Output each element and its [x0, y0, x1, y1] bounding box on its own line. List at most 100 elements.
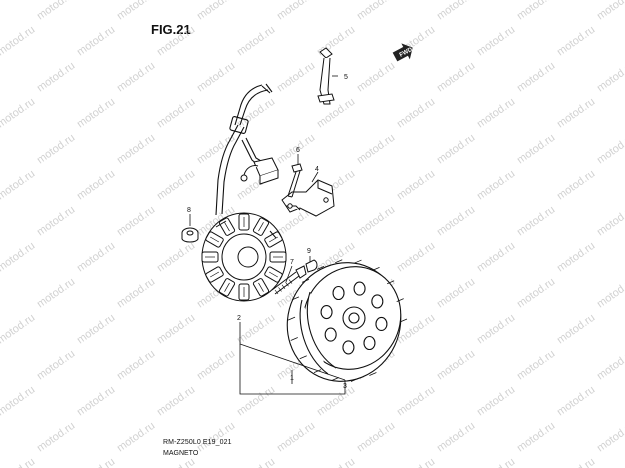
watermark-text: motod.ru — [0, 168, 37, 203]
watermark-text: motod.ru — [475, 24, 517, 59]
callout-9: 9 — [307, 248, 311, 255]
watermark-text: motod.ru — [115, 204, 157, 239]
watermark-text: motod.ru — [75, 384, 117, 419]
callout-leaders — [189, 75, 346, 395]
callout-2: 2 — [237, 315, 241, 322]
watermark-text: motod.ru — [195, 420, 237, 455]
rotor-rib — [369, 372, 377, 376]
rotor-rib — [354, 259, 362, 264]
watermark-text: motod.ru — [515, 420, 557, 455]
watermark-text: motod.ru — [395, 384, 437, 419]
watermark-text: motod.ru — [435, 132, 477, 167]
watermark-text: motod.ru — [555, 240, 597, 275]
rotor-rib — [335, 259, 343, 264]
watermark-text: motod.ru — [475, 168, 517, 203]
stator-winding-line — [224, 282, 230, 292]
rotor-rib — [316, 266, 325, 270]
callout-8: 8 — [187, 207, 191, 214]
watermark-text: motod.ru — [555, 24, 597, 59]
stator-winding-line — [258, 282, 264, 292]
watermark-text: motod.ru — [195, 60, 237, 95]
watermark-text: motod.ru — [435, 420, 477, 455]
rotor-hole — [375, 316, 388, 332]
watermark-text: motod.ru — [555, 456, 597, 468]
rotor-rib — [291, 296, 300, 301]
watermark-text: motod.ru — [475, 312, 517, 347]
watermark-text: motod.ru — [555, 168, 597, 203]
watermark-text: motod.ru — [355, 60, 397, 95]
watermark-text: motod.ru — [355, 0, 397, 22]
callout-5: 5 — [344, 74, 348, 81]
watermark-text: motod.ru — [35, 420, 77, 455]
watermark-text: motod.ru — [75, 96, 117, 131]
wire-harness — [215, 83, 273, 216]
watermark-text: motod.ru — [35, 60, 77, 95]
rotor-part-3 — [286, 259, 408, 382]
watermark-text: motod.ru — [115, 276, 157, 311]
watermark-text: motod.ru — [0, 96, 37, 131]
bolt-part-6 — [287, 163, 303, 198]
stator-winding-line — [224, 222, 230, 232]
watermark-text: motod.ru — [195, 348, 237, 383]
stator-winding-line — [210, 271, 220, 278]
stator-plate-part-4 — [281, 179, 335, 217]
watermark-text: motod.ru — [355, 132, 397, 167]
stator-winding-line — [210, 236, 220, 243]
watermark-text: motod.ru — [395, 456, 437, 468]
watermark-text: motod.ru — [235, 96, 277, 131]
rotor-rib — [313, 369, 322, 374]
watermark-text: motod.ru — [595, 420, 625, 455]
watermark-text: motod.ru — [195, 0, 237, 22]
watermark-text: motod.ru — [595, 60, 625, 95]
rotor-hole — [332, 285, 345, 301]
watermark-text: motod.ru — [555, 96, 597, 131]
watermark-text: motod.ru — [595, 204, 625, 239]
figure-code: RM-Z250L0 E19_021 — [163, 439, 232, 446]
watermark-text: motod.ru — [515, 60, 557, 95]
watermark-text: motod.ru — [75, 312, 117, 347]
bolt-part-7 — [271, 265, 307, 295]
rotor-rib — [372, 266, 380, 271]
figure-name: MAGNETO — [163, 450, 199, 457]
watermark-text: motod.ru — [555, 312, 597, 347]
watermark-text: motod.ru — [155, 384, 197, 419]
watermark-text: motod.ru — [115, 0, 157, 22]
watermark-text: motod.ru — [155, 24, 197, 59]
watermark-text: motod.ru — [35, 348, 77, 383]
fwd-arrow-icon: FWD — [392, 43, 414, 62]
watermark-text: motod.ru — [235, 24, 277, 59]
stator-winding-line — [268, 236, 278, 243]
rotor-hole — [342, 340, 355, 355]
watermark-text: motod.ru — [115, 420, 157, 455]
bolt-thread-line — [281, 284, 286, 289]
wire-clamp-part-5 — [317, 47, 335, 105]
watermark-text: motod.ru — [275, 0, 317, 22]
callout-4: 4 — [315, 166, 319, 173]
watermark-text: motod.ru — [75, 168, 117, 203]
watermark-text: motod.ru — [555, 384, 597, 419]
watermark-text: motod.ru — [155, 456, 197, 468]
watermark-text: motod.ru — [115, 60, 157, 95]
watermark-text: motod.ru — [235, 384, 277, 419]
rotor-hole — [371, 294, 384, 309]
watermark-text: motod.ru — [595, 0, 625, 22]
watermark-text: motod.ru — [395, 168, 437, 203]
rotor-hole — [363, 335, 376, 351]
watermark-text: motod.ru — [475, 456, 517, 468]
watermark-text: motod.ru — [155, 312, 197, 347]
rotor-hole — [324, 327, 337, 342]
rotor-rib — [290, 337, 298, 341]
watermark-text: motod.ru — [595, 276, 625, 311]
rotor-hole — [353, 281, 366, 296]
watermark-text: motod.ru — [595, 348, 625, 383]
rotor-rib — [301, 278, 310, 283]
woodruff-key-part-9 — [305, 259, 318, 273]
stator-winding-line — [258, 222, 264, 232]
wire-coupler — [240, 157, 279, 185]
watermark-text: motod.ru — [355, 204, 397, 239]
watermark-text: motod.ru — [35, 204, 77, 239]
watermark-text: motod.ru — [35, 132, 77, 167]
stator-winding-line — [268, 271, 278, 278]
